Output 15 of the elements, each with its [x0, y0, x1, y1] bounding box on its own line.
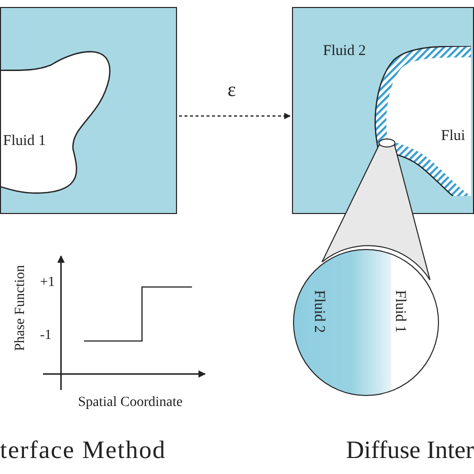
- panel-title: terface Method: [0, 438, 166, 463]
- axis-label: Phase Function: [14, 265, 28, 351]
- region-label: Fluid 1: [3, 134, 46, 149]
- fluid-region: [373, 46, 471, 196]
- axis-label: -1: [40, 329, 52, 343]
- arrow: [179, 112, 291, 120]
- region-label: Fluid 1: [392, 290, 407, 333]
- domain-box: [0, 7, 177, 214]
- axis-label: Spatial Coordinate: [78, 396, 183, 410]
- panel-title: Diffuse Inter: [346, 438, 474, 463]
- domain-box: [292, 7, 474, 214]
- region-label: Fluid 2: [323, 44, 366, 59]
- region-label: Fluid 2: [311, 290, 326, 333]
- region-label: Flui: [441, 129, 466, 144]
- axis-label: +1: [40, 276, 55, 290]
